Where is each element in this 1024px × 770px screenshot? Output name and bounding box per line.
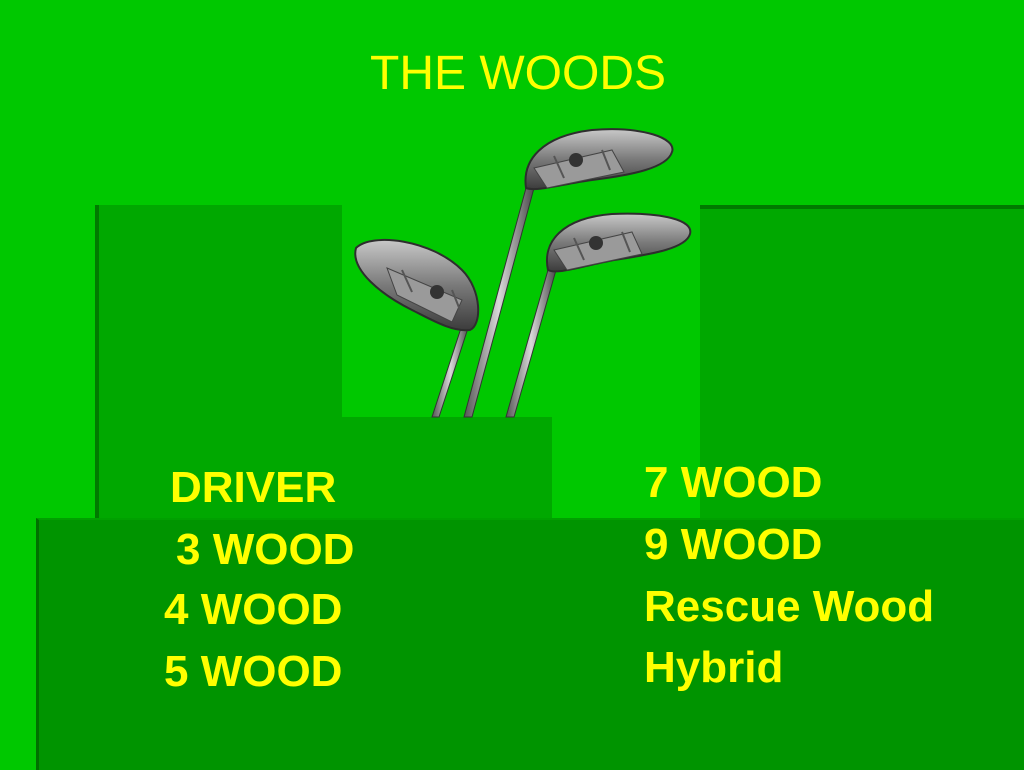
club-shafts	[431, 187, 557, 418]
club-head-top	[524, 128, 674, 191]
list-item-3-wood: 3 WOOD	[176, 525, 355, 574]
club-head-left	[354, 238, 480, 332]
slide-title: THE WOODS	[370, 47, 666, 100]
golf-clubs-illustration	[354, 128, 692, 418]
list-item-5-wood: 5 WOOD	[164, 647, 343, 696]
list-item-9-wood: 9 WOOD	[644, 520, 823, 569]
list-item-driver: DRIVER	[170, 463, 337, 512]
club-head-right	[546, 212, 692, 273]
background-panel-bottom	[36, 518, 1024, 770]
background-panel-right	[700, 205, 1024, 525]
list-item-rescue-wood: Rescue Wood	[644, 582, 935, 631]
list-item-7-wood: 7 WOOD	[644, 458, 823, 507]
list-item-4-wood: 4 WOOD	[164, 585, 343, 634]
list-item-hybrid: Hybrid	[644, 643, 784, 692]
